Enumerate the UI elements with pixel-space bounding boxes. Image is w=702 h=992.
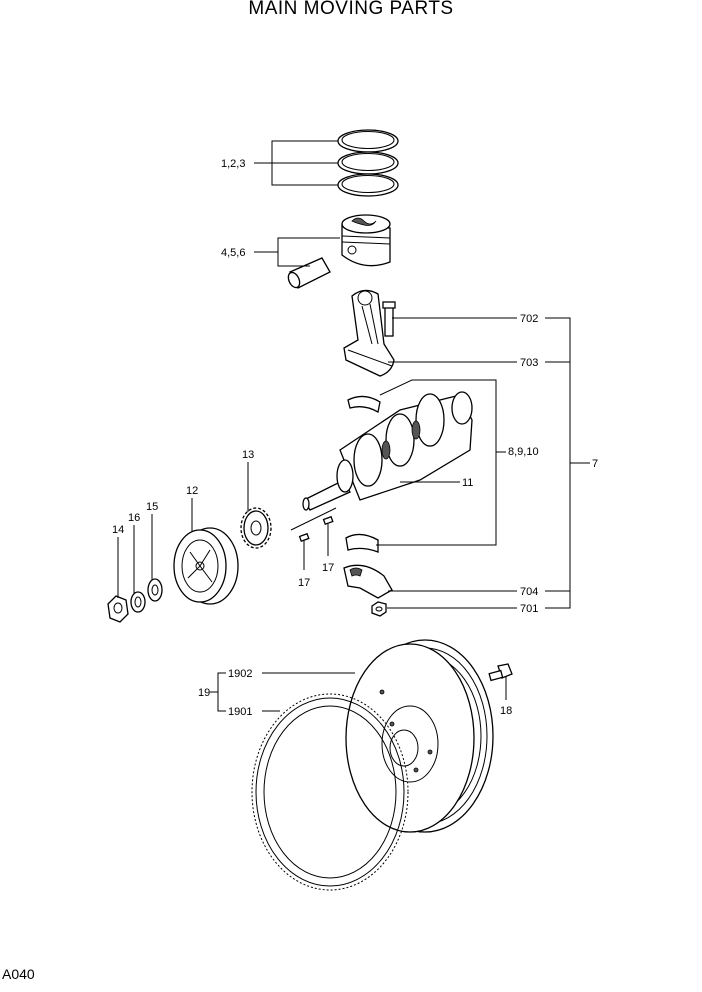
- callout-nut: 14: [112, 524, 124, 536]
- callout-washer: 15: [146, 501, 158, 513]
- callout-key-right: 17: [322, 562, 334, 574]
- callout-piston-rings: 1,2,3: [221, 158, 245, 170]
- callout-rod-cap: 704: [520, 586, 538, 598]
- connecting-rod-part: [343, 289, 395, 377]
- callout-key-left: 17: [298, 577, 310, 589]
- callout-rod-bolt: 702: [520, 313, 538, 325]
- washer-part: [147, 578, 163, 602]
- callout-flywheel-assy: 19: [198, 687, 210, 699]
- crank-gear-part: [240, 507, 272, 549]
- callout-rod-nut: 701: [520, 603, 538, 615]
- callout-crankshaft: 11: [462, 477, 473, 489]
- callout-flywheel-bolt: 18: [500, 705, 512, 717]
- lower-bearing-part: [345, 533, 379, 553]
- flywheel-bolt-part: [488, 663, 513, 682]
- callout-piston: 4,5,6: [221, 247, 245, 259]
- page-code: A040: [2, 966, 35, 982]
- piston-pin-part: [287, 257, 331, 289]
- crankshaft-part: [302, 391, 473, 511]
- piston-rings-part: [337, 129, 399, 197]
- rod-cap-part: [343, 564, 393, 599]
- callout-pulley: 12: [186, 485, 198, 497]
- page-title: MAIN MOVING PARTS: [248, 0, 454, 19]
- callout-gear: 13: [242, 449, 254, 461]
- rod-nut-part: [371, 601, 387, 617]
- callout-assembly: 7: [592, 458, 598, 470]
- key-left-part: [298, 532, 310, 543]
- pulley-part: [173, 527, 239, 605]
- piston-part: [341, 214, 391, 267]
- key-right-part: [322, 515, 334, 526]
- lock-washer-part: [130, 591, 146, 613]
- ring-gear-part: [251, 693, 409, 891]
- nut-part: [107, 595, 129, 623]
- rod-bolt-part: [382, 301, 396, 337]
- callout-ring-gear: 1901: [228, 706, 252, 718]
- callout-lock-washer: 16: [128, 512, 140, 524]
- callout-connecting-rod: 703: [520, 357, 538, 369]
- flywheel-part: [345, 639, 494, 833]
- callout-bearings: 8,9,10: [508, 446, 539, 458]
- callout-flywheel: 1902: [228, 668, 252, 680]
- upper-bearing-part: [347, 395, 381, 414]
